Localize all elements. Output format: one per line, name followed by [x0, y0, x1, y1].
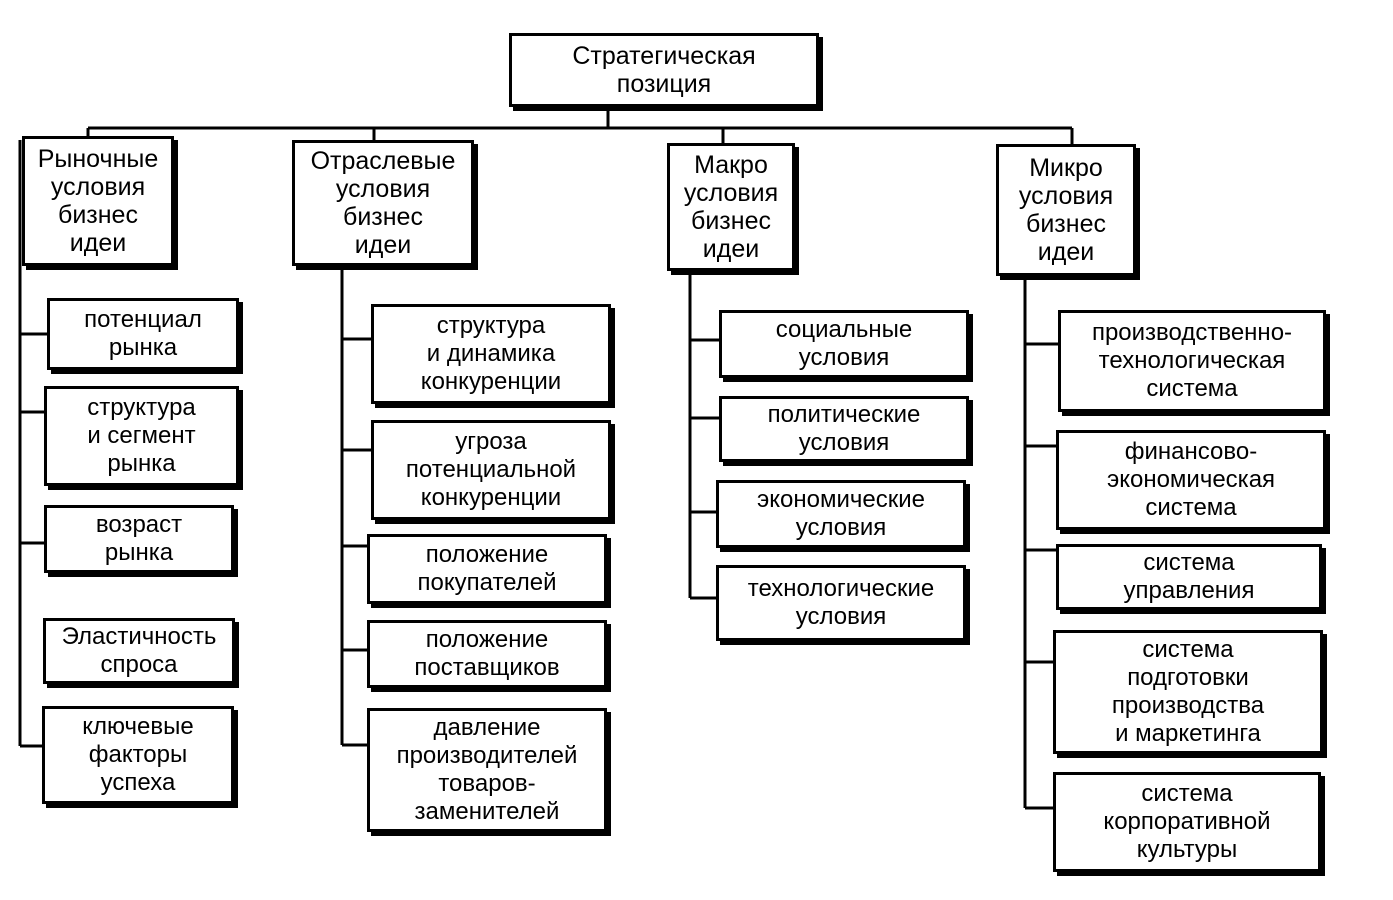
group-2-item-5: давление производителей товаров- заменит… [367, 708, 607, 832]
group-3-head: Макро условия бизнес идеи [667, 143, 795, 271]
group-4-item-4: система подготовки производства и маркет… [1053, 630, 1323, 754]
group-3-item-1: социальные условия [719, 310, 969, 378]
group-3-item-3: экономические условия [716, 480, 966, 548]
group-1-item-1: потенциал рынка [47, 298, 239, 370]
group-1-item-5: ключевые факторы успеха [42, 706, 234, 804]
group-3-item-2: политические условия [719, 396, 969, 462]
group-2-item-3: положение покупателей [367, 534, 607, 604]
group-4-item-3: система управления [1056, 544, 1322, 610]
group-4-item-2: финансово- экономическая система [1056, 430, 1326, 530]
group-3-item-4: технологические условия [716, 565, 966, 641]
group-1-item-4: Эластичность спроса [43, 618, 235, 684]
group-2-item-2: угроза потенциальной конкуренции [371, 420, 611, 520]
group-2-item-1: структура и динамика конкуренции [371, 304, 611, 404]
group-1-item-3: возраст рынка [44, 505, 234, 573]
group-1-head: Рыночные условия бизнес идеи [22, 136, 174, 266]
group-4-head: Микро условия бизнес идеи [996, 144, 1136, 276]
group-2-head: Отраслевые условия бизнес идеи [292, 140, 474, 266]
group-4-item-5: система корпоративной культуры [1053, 772, 1321, 872]
group-1-item-2: структура и сегмент рынка [44, 386, 239, 486]
root-node: Стратегическая позиция [509, 33, 819, 107]
group-4-item-1: производственно- технологическая система [1058, 310, 1326, 412]
group-2-item-4: положение поставщиков [367, 620, 607, 688]
